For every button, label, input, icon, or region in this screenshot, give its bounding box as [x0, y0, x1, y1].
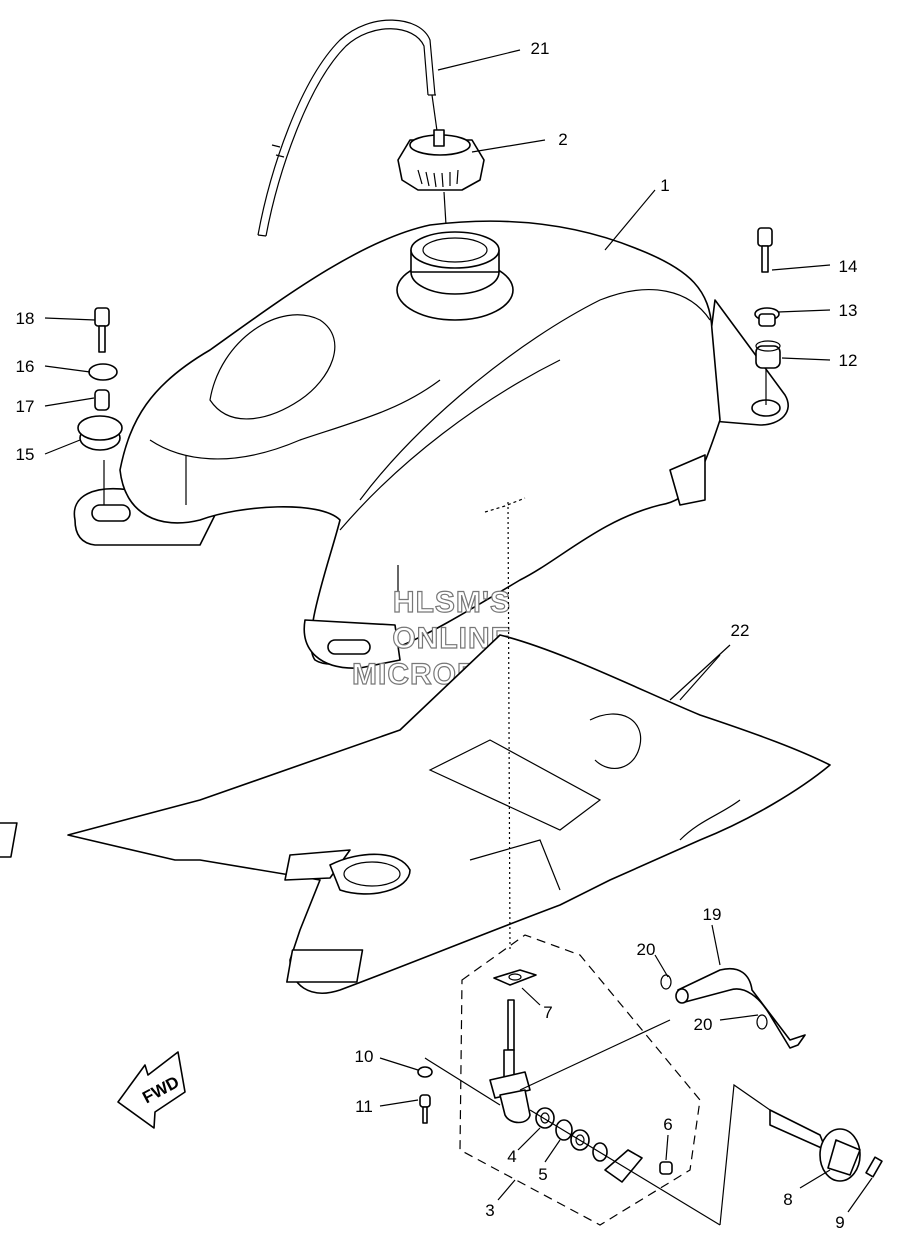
callout-11: 11: [355, 1097, 373, 1116]
callout-9: 9: [835, 1213, 844, 1232]
bolt-part-18: [94, 307, 110, 353]
callout-3: 3: [485, 1201, 494, 1220]
callout-15: 15: [16, 445, 35, 464]
fuel-cap-part-2: [397, 129, 485, 259]
fuel-tank-part-1: [73, 220, 789, 669]
callout-5: 5: [538, 1165, 547, 1184]
callout-20-upper: 20: [637, 940, 656, 959]
o-ring-part-4: [535, 1107, 555, 1129]
callout-10: 10: [355, 1047, 374, 1066]
screw-part-11: [419, 1094, 431, 1124]
callout-8: 8: [783, 1190, 792, 1209]
callout-19: 19: [703, 905, 722, 924]
callout-1: 1: [660, 176, 669, 195]
leader-lines: [44, 49, 873, 1213]
callout-18: 18: [16, 309, 35, 328]
screw-part-9: [865, 1156, 883, 1178]
callout-2: 2: [558, 130, 567, 149]
callout-21: 21: [531, 39, 550, 58]
hose-clip-part-20-upper: [660, 974, 672, 990]
petcock-assembly-boundary: [459, 934, 701, 1226]
tank-bracket-part-22: [0, 634, 831, 994]
screw-part-6: [659, 1161, 673, 1175]
grommet-part-15: [77, 415, 123, 451]
lever-part-8: [769, 1109, 861, 1182]
petcock-body-part-3: [489, 999, 671, 1124]
valve-parts: [529, 1109, 721, 1226]
vent-hose-part-21: [257, 19, 439, 237]
grommet-part-12: [755, 340, 781, 369]
callout-14: 14: [839, 257, 858, 276]
fuel-hose-part-19: [675, 968, 806, 1049]
washer-part-10: [417, 1066, 433, 1078]
collar-part-13: [754, 307, 780, 327]
gasket-part-7: [493, 969, 537, 986]
watermark-line-1: HLSM'S: [393, 586, 511, 619]
callout-20-lower: 20: [694, 1015, 713, 1034]
callout-6: 6: [663, 1115, 672, 1134]
callout-12: 12: [839, 351, 858, 370]
callout-labels: 21 2 1 14 13 12 18 16 17 15 22 19 20 20 …: [16, 39, 858, 1232]
callout-16: 16: [16, 357, 35, 376]
washer-part-16: [88, 363, 118, 381]
callout-13: 13: [839, 301, 858, 320]
callout-7: 7: [543, 1003, 552, 1022]
callout-4: 4: [507, 1147, 516, 1166]
callout-22: 22: [731, 621, 750, 640]
bolt-part-14: [757, 227, 773, 273]
callout-17: 17: [16, 397, 35, 416]
fwd-direction-arrow: FWD: [117, 1051, 186, 1129]
hose-clip-part-20-lower: [756, 1014, 768, 1030]
collar-part-17: [94, 389, 110, 411]
